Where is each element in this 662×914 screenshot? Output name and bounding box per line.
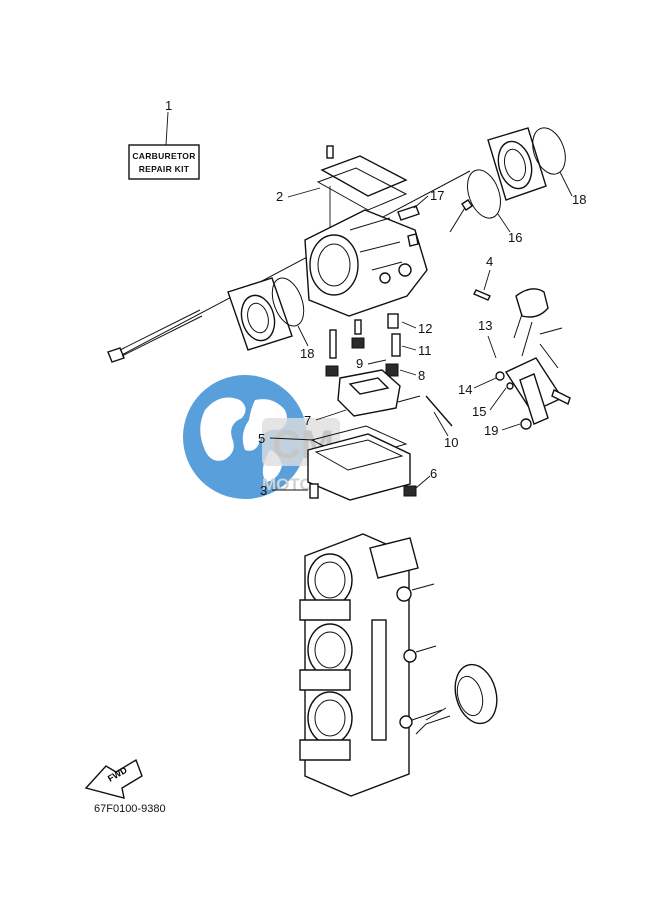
fwd-direction-icon: FWD [84, 758, 143, 799]
jets [325, 313, 401, 377]
callout-1: 1 [165, 98, 172, 113]
callout-12: 12 [418, 321, 432, 336]
callout-8: 8 [418, 368, 425, 383]
pilot-screw [397, 205, 420, 221]
long-bolt [107, 170, 471, 363]
callout-19: 19 [484, 423, 498, 438]
bowl-screws [309, 483, 417, 499]
callout-2: 2 [276, 189, 283, 204]
callout-6: 6 [430, 466, 437, 481]
carburetor-body [304, 209, 428, 317]
callout-14: 14 [458, 382, 472, 397]
watermark: CM MOTOPARTS [183, 375, 369, 499]
callout-16: 16 [508, 230, 522, 245]
callout-13: 13 [478, 318, 492, 333]
callout-4: 4 [486, 254, 493, 269]
long-screw [449, 199, 473, 233]
callouts: 1 2 17 18 16 4 12 13 18 11 9 8 14 15 7 1… [165, 98, 586, 498]
callout-18-left: 18 [300, 346, 314, 361]
right-intake-flange [467, 127, 566, 219]
callout-9: 9 [356, 356, 363, 371]
callout-15: 15 [472, 404, 486, 419]
enrichener-diaphragm [415, 663, 498, 735]
top-cover [316, 145, 408, 232]
float [337, 369, 421, 417]
callout-11: 11 [418, 343, 432, 358]
callout-5: 5 [258, 431, 265, 446]
callout-17: 17 [430, 188, 444, 203]
left-intake-flange [227, 277, 305, 351]
carburetor-repair-kit-label: CARBURETOR REPAIR KIT [128, 144, 200, 180]
kit-label-line1: CARBURETOR [132, 151, 195, 161]
reference-code: 67F0100-9380 [94, 803, 166, 815]
assembled-carburetor-stack [299, 533, 443, 797]
callout-18-right: 18 [572, 192, 586, 207]
linkage-assembly [495, 288, 571, 430]
callout-3: 3 [260, 483, 267, 498]
kit-label-line2: REPAIR KIT [139, 164, 190, 174]
callout-10: 10 [444, 435, 458, 450]
float-bowl [307, 395, 453, 501]
callout-7: 7 [304, 413, 311, 428]
